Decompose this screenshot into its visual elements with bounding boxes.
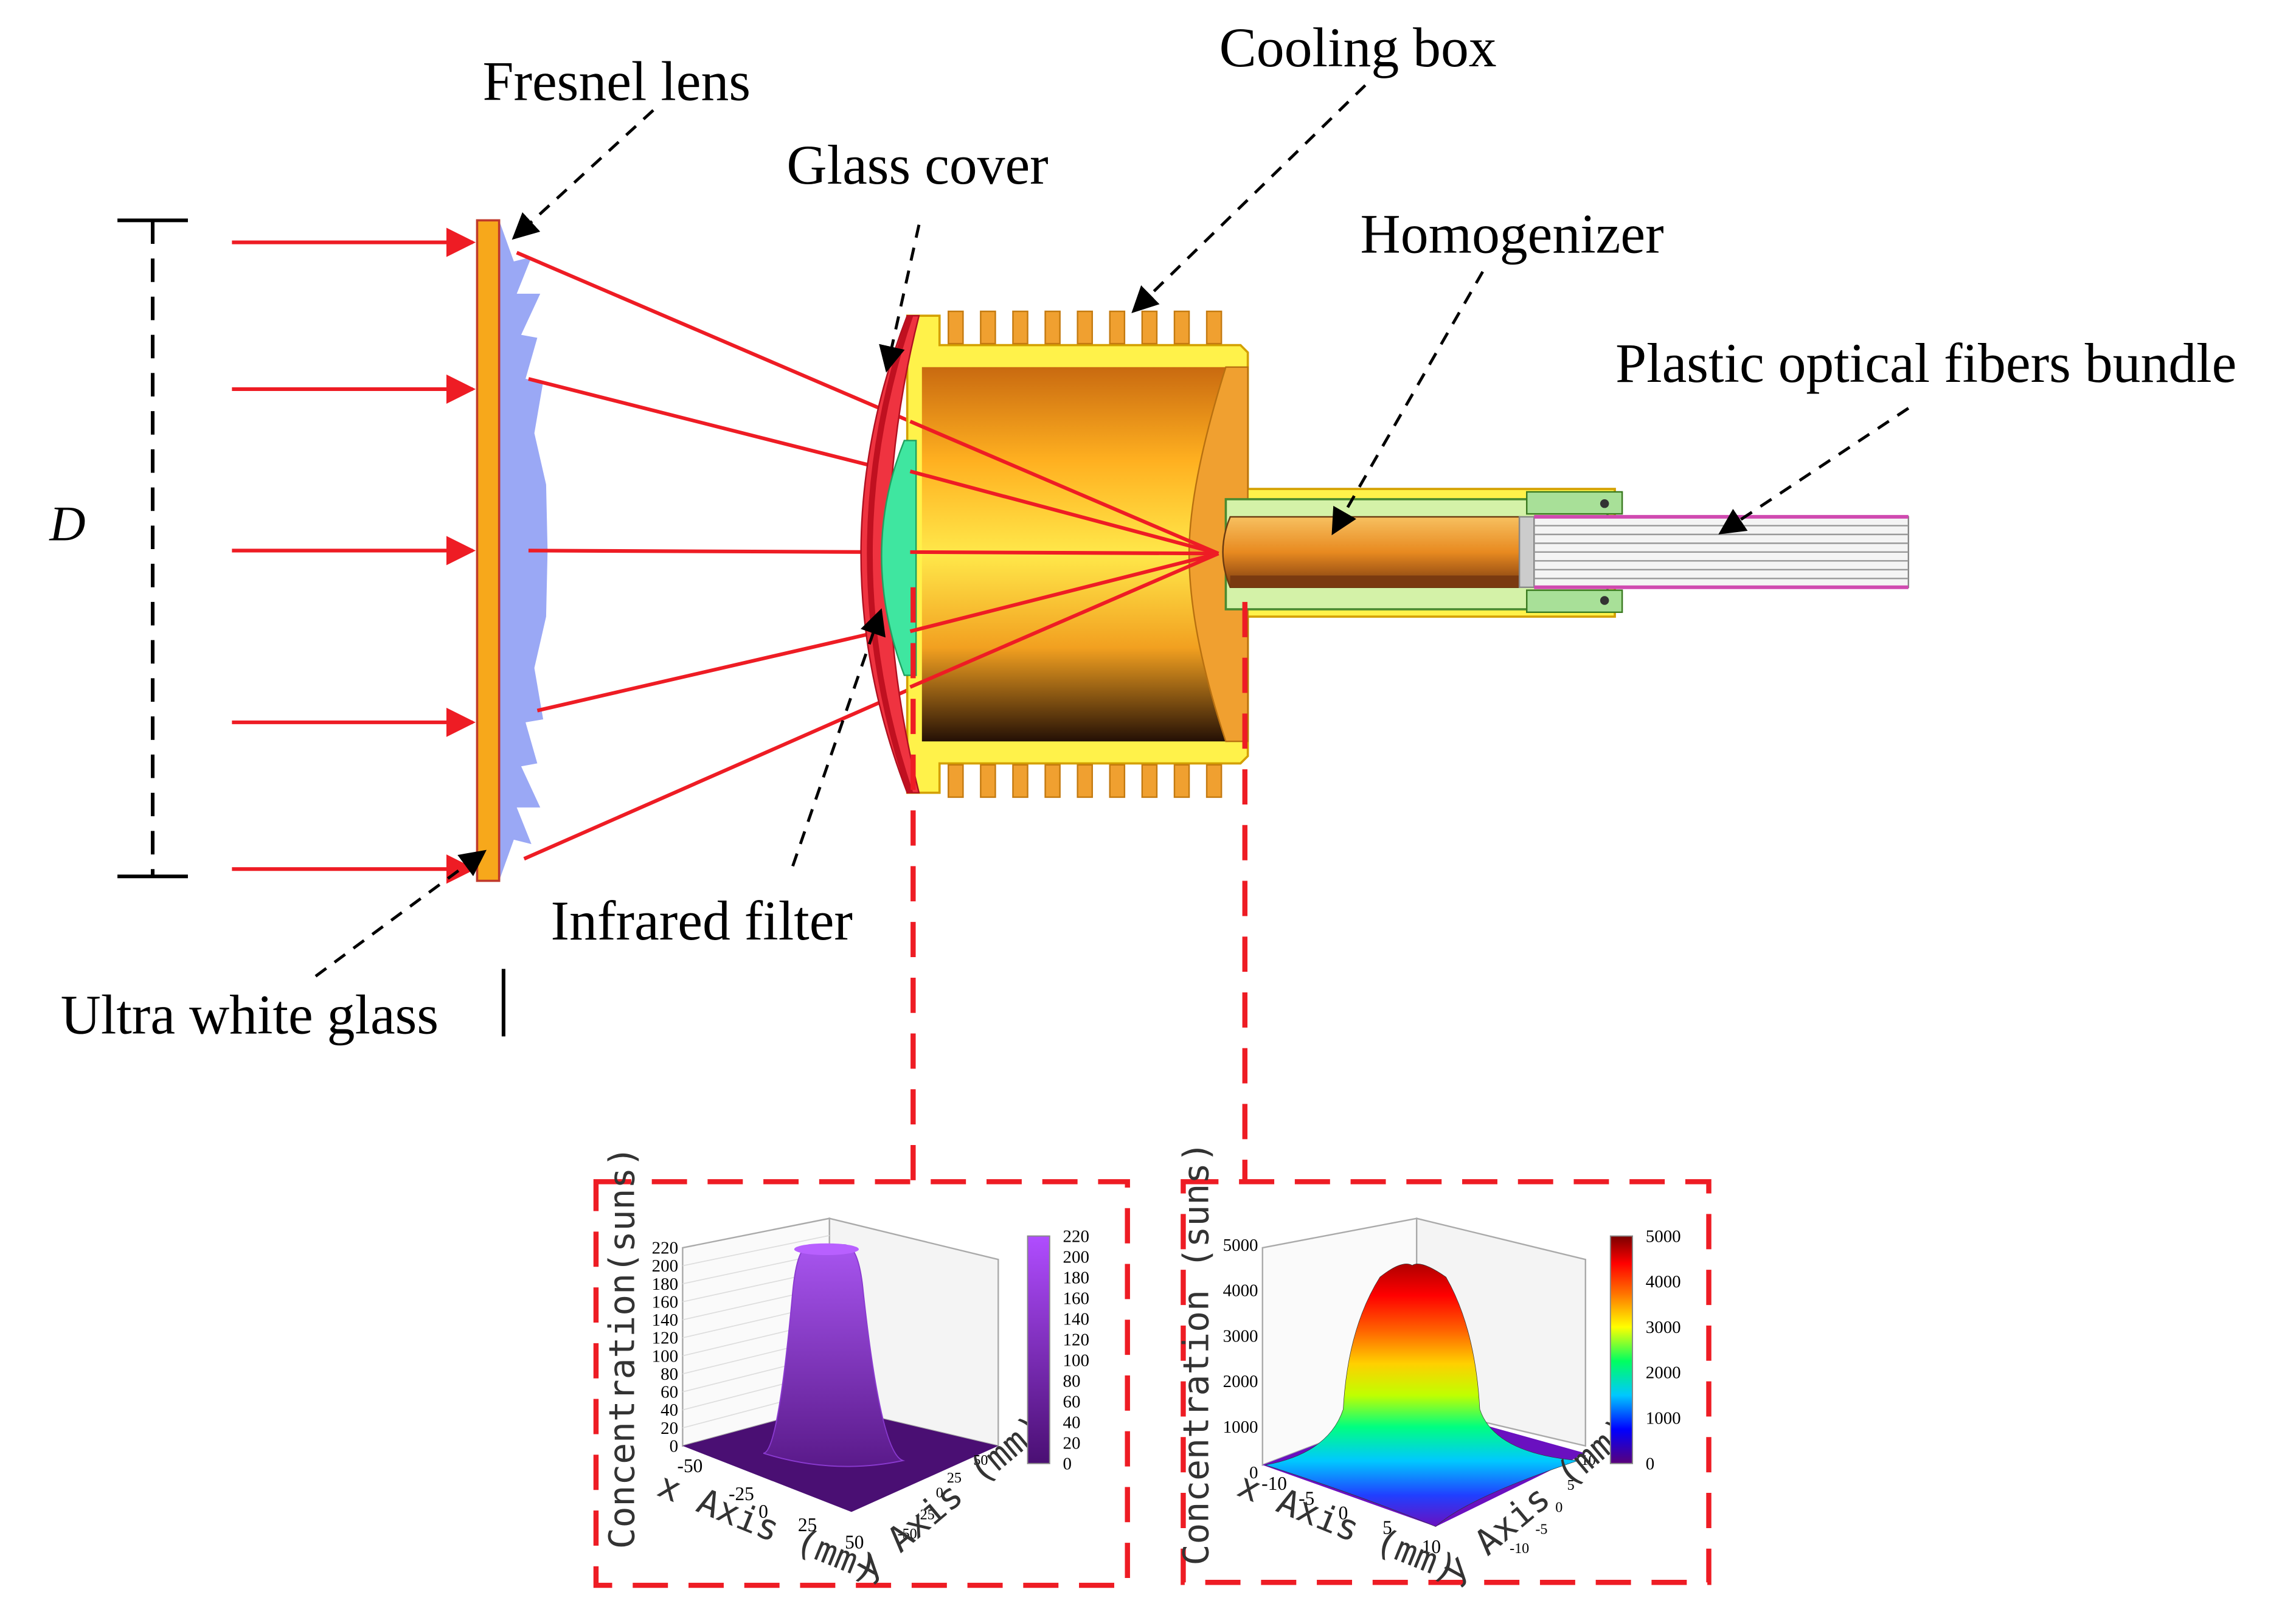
left-z-tick: 40 [661,1400,678,1420]
left-colorbar-tick: 20 [1063,1433,1081,1453]
left-colorbar-tick: 60 [1063,1392,1081,1411]
left-x-tick: 0 [758,1501,768,1522]
left-z-tick: 80 [661,1365,678,1384]
incoming-rays [232,227,476,884]
colorbar-right [1609,1235,1633,1464]
left-z-tick: 100 [652,1346,678,1366]
right-z-tick: 1000 [1223,1417,1258,1437]
dimension-label: D [49,496,85,552]
right-colorbar-tick: 2000 [1646,1363,1681,1383]
left-x-tick: -50 [678,1455,703,1476]
left-z-tick: 140 [652,1310,678,1330]
right-colorbar-tick: 5000 [1646,1227,1681,1246]
right-x-tick: 10 [1422,1536,1441,1557]
right-y-tick: 10 [1581,1452,1596,1469]
left-colorbar-tick: 40 [1063,1413,1081,1432]
left-x-tick: 25 [798,1514,817,1535]
surface-plateau-left [763,1244,906,1467]
left-colorbar-tick: 120 [1063,1330,1089,1349]
label-plastic-fibers: Plastic optical fibers bundle [1615,332,2236,394]
left-colorbar-tick: 180 [1063,1268,1089,1287]
right-z-tick: 0 [1249,1463,1258,1483]
left-y-tick: 0 [936,1484,943,1501]
zoom-connectors [910,587,1248,1182]
right-y-tick: 0 [1555,1499,1562,1515]
left-y-tick: 25 [947,1470,962,1486]
left-colorbar-tick: 0 [1063,1454,1072,1473]
left-z-tick: 200 [652,1256,678,1276]
left-colorbar-tick: 200 [1063,1247,1089,1267]
callout-leaders [314,84,1910,978]
fiber-bundle [1533,514,1909,589]
dimension-d: D [49,218,188,879]
left-x-tick: 50 [845,1532,864,1553]
right-colorbar-tick: 4000 [1646,1272,1681,1292]
left-z-tick: 20 [661,1419,678,1438]
right-y-tick: -10 [1510,1540,1529,1557]
right-y-tick: 5 [1567,1477,1575,1493]
colorbar-left [1027,1235,1050,1464]
left-colorbar-tick: 80 [1063,1371,1081,1391]
right-x-tick: -5 [1299,1487,1314,1509]
left-z-tick: 60 [661,1383,678,1402]
label-fresnel-lens: Fresnel lens [482,50,751,112]
surface-peak-right [1265,1264,1578,1527]
glass-cover [860,315,920,794]
right-z-tick: 5000 [1223,1236,1258,1255]
left-x-tick: -25 [729,1483,754,1504]
callout-box-right [1181,1179,1712,1585]
right-z-tick: 2000 [1223,1372,1258,1391]
right-z-tick: 3000 [1223,1326,1258,1346]
left-colorbar-tick: 160 [1063,1289,1089,1308]
right-y-tick: -5 [1535,1521,1547,1538]
label-ultra-white-glass: Ultra white glass [61,984,439,1046]
glass-cover-front [867,314,914,794]
right-colorbar-tick: 1000 [1646,1409,1681,1428]
right-x-tick: 5 [1382,1517,1392,1538]
right-colorbar-tick: 3000 [1646,1318,1681,1337]
right-colorbar-tick: 0 [1646,1454,1654,1473]
infrared-filter [881,440,917,676]
left-z-tick: 0 [670,1436,678,1456]
left-colorbar-tick: 220 [1063,1227,1089,1246]
left-zlabel: Concentration(suns) [602,1146,643,1549]
labels: Fresnel lens Cooling box Glass cover Hom… [61,16,2237,1046]
fresnel-lens [499,220,548,881]
left-colorbar-tick: 100 [1063,1351,1089,1370]
focal-rays [909,420,1219,689]
right-z-tick: 4000 [1223,1281,1258,1301]
left-colorbar-tick: 140 [1063,1309,1089,1329]
label-glass-cover: Glass cover [786,134,1048,196]
callout-box-left [593,1179,1130,1588]
left-y-tick: 50 [973,1452,988,1469]
left-z-tick: 220 [652,1239,678,1258]
left-z-tick: 120 [652,1329,678,1348]
label-cooling-box: Cooling box [1219,16,1497,78]
label-homogenizer: Homogenizer [1361,202,1664,265]
left-y-tick: -50 [898,1526,917,1542]
right-x-tick: 0 [1339,1502,1348,1523]
left-z-tick: 160 [652,1292,678,1312]
right-zlabel: Concentration (suns) [1175,1141,1216,1565]
left-z-tick: 180 [652,1275,678,1294]
right-x-tick: -10 [1261,1473,1287,1494]
label-infrared-filter: Infrared filter [551,890,853,952]
gridline [682,1234,830,1267]
left-y-tick: -25 [915,1506,935,1523]
ultra-white-glass [476,219,501,882]
